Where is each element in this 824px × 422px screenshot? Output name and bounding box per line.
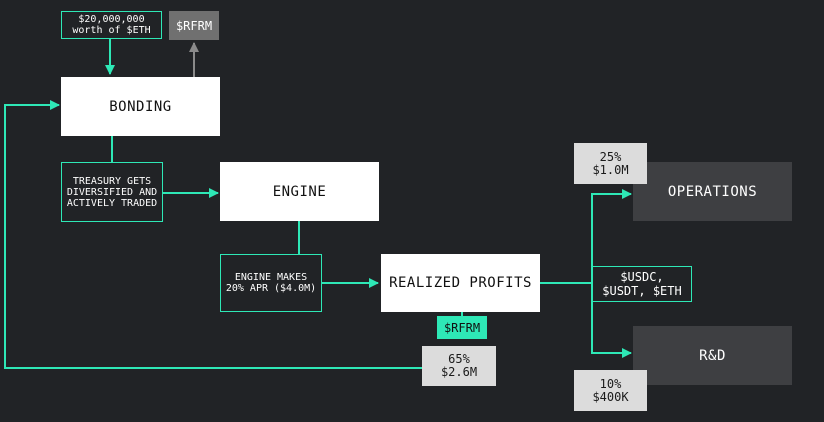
rfrm-token-badge: $RFRM bbox=[169, 11, 219, 40]
treasury-note: TREASURY GETS DIVERSIFIED AND ACTIVELY T… bbox=[61, 162, 163, 222]
realized-profits-node: REALIZED PROFITS bbox=[381, 254, 540, 312]
eth-input-note: $20,000,000 worth of $ETH bbox=[61, 11, 162, 39]
split-to-operations-arrow bbox=[591, 189, 632, 283]
rnd-node: R&D bbox=[633, 326, 792, 385]
bonding-node: BONDING bbox=[61, 77, 220, 136]
engine-apr-note: ENGINE MAKES 20% APR ($4.0M) bbox=[220, 254, 322, 312]
buyback-allocation: 65% $2.6M bbox=[422, 346, 496, 386]
engine-node: ENGINE bbox=[220, 162, 379, 221]
rfrm-profits-badge: $RFRM bbox=[437, 316, 487, 339]
stablecoin-note: $USDC, $USDT, $ETH bbox=[592, 266, 692, 302]
split-to-rnd-arrow bbox=[591, 283, 632, 358]
rnd-allocation: 10% $400K bbox=[574, 370, 647, 411]
operations-node: OPERATIONS bbox=[633, 162, 792, 221]
operations-allocation: 25% $1.0M bbox=[574, 143, 647, 184]
buyback-loop-arrow bbox=[4, 100, 422, 369]
